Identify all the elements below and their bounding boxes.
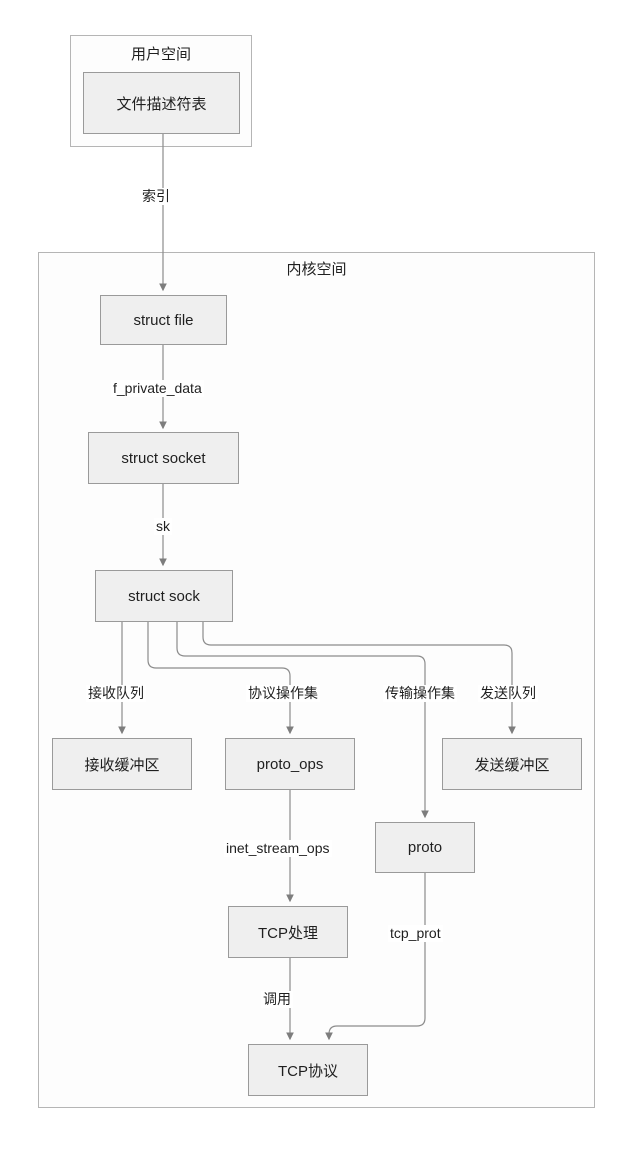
node-tcp-protocol[interactable]: TCP协议 <box>248 1044 368 1096</box>
node-tcp-handle[interactable]: TCP处理 <box>228 906 348 958</box>
edge-label-inet-stream-ops: inet_stream_ops <box>224 840 332 857</box>
edge-label-tcp-prot: tcp_prot <box>388 925 443 942</box>
node-send-buffer[interactable]: 发送缓冲区 <box>442 738 582 790</box>
user-space-title: 用户空间 <box>130 46 191 63</box>
edge-label-recv-queue: 接收队列 <box>86 685 146 702</box>
node-struct-sock[interactable]: struct sock <box>95 570 233 622</box>
edge-label-sk: sk <box>154 518 172 535</box>
node-proto-ops[interactable]: proto_ops <box>225 738 355 790</box>
node-recv-buffer[interactable]: 接收缓冲区 <box>52 738 192 790</box>
edge-label-call: 调用 <box>261 991 293 1008</box>
kernel-space-title: 内核空间 <box>286 261 347 278</box>
edge-label-index: 索引 <box>140 188 172 205</box>
edge-label-send-queue: 发送队列 <box>478 685 538 702</box>
edge-label-f-private-data: f_private_data <box>111 380 204 397</box>
node-struct-socket[interactable]: struct socket <box>88 432 239 484</box>
node-proto[interactable]: proto <box>375 822 475 873</box>
edge-label-transport-ops-set: 传输操作集 <box>383 685 457 702</box>
edge-label-proto-ops-set: 协议操作集 <box>246 685 320 702</box>
node-fd-table[interactable]: 文件描述符表 <box>83 72 240 134</box>
node-struct-file[interactable]: struct file <box>100 295 227 345</box>
